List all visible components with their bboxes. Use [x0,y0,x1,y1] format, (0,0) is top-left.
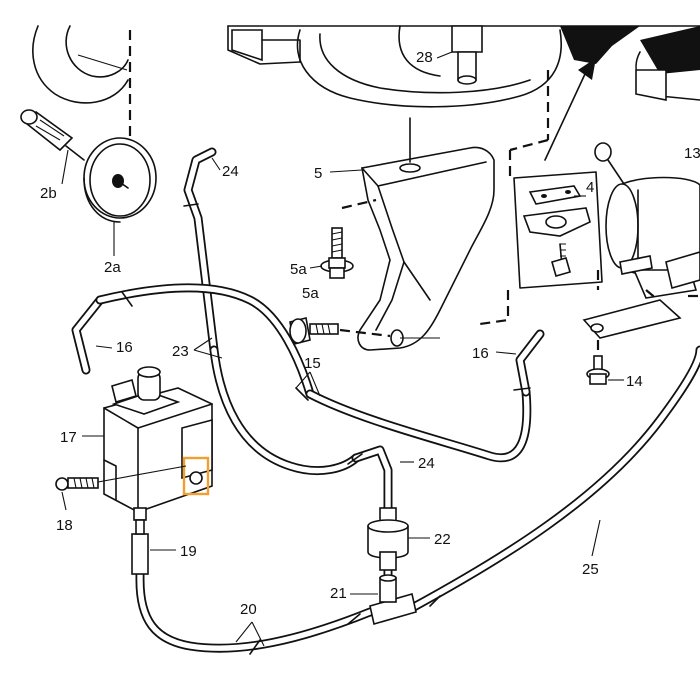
bolt-5a-upper [320,227,354,279]
label-18: 18 [56,517,73,534]
label-16-left: 16 [116,339,133,356]
engine-housing [227,25,700,152]
label-5: 5 [314,165,322,182]
label-23: 23 [172,343,189,360]
label-14: 14 [626,373,643,390]
label-5a-lower: 5a [302,285,319,302]
label-17: 17 [60,429,77,446]
label-24-top: 24 [222,163,239,180]
leader-lines [61,51,624,647]
label-2b: 2b [40,185,57,202]
filter-22 [367,507,409,571]
connector-19 [131,519,149,575]
label-25: 25 [582,561,599,578]
label-16-right: 16 [472,345,489,362]
part-2-cover [20,25,157,223]
tee-21 [369,574,417,626]
bolt-14 [586,355,610,385]
highlight-marker [182,456,210,496]
label-15: 15 [304,355,321,372]
screw-18 [55,465,187,491]
label-19: 19 [180,543,197,560]
pointer-arrow [544,58,596,161]
bracket-5 [341,117,495,351]
label-24-lower: 24 [418,455,435,472]
part-labels: 28 13 24 2b 2a 5 4 5a 5a 16 23 15 16 14 … [40,49,700,618]
label-21: 21 [330,585,347,602]
hose-lines [71,147,700,655]
label-22: 22 [434,531,451,548]
gasket-4-box [513,171,603,289]
valve-17 [103,366,213,521]
label-28: 28 [416,49,433,66]
label-20: 20 [240,601,257,618]
actuator-13 [582,142,700,362]
label-5a-upper: 5a [290,261,307,278]
label-2a: 2a [104,259,121,276]
bolt-5a-lower [289,317,391,345]
label-4: 4 [586,179,594,196]
label-13: 13 [684,145,700,162]
